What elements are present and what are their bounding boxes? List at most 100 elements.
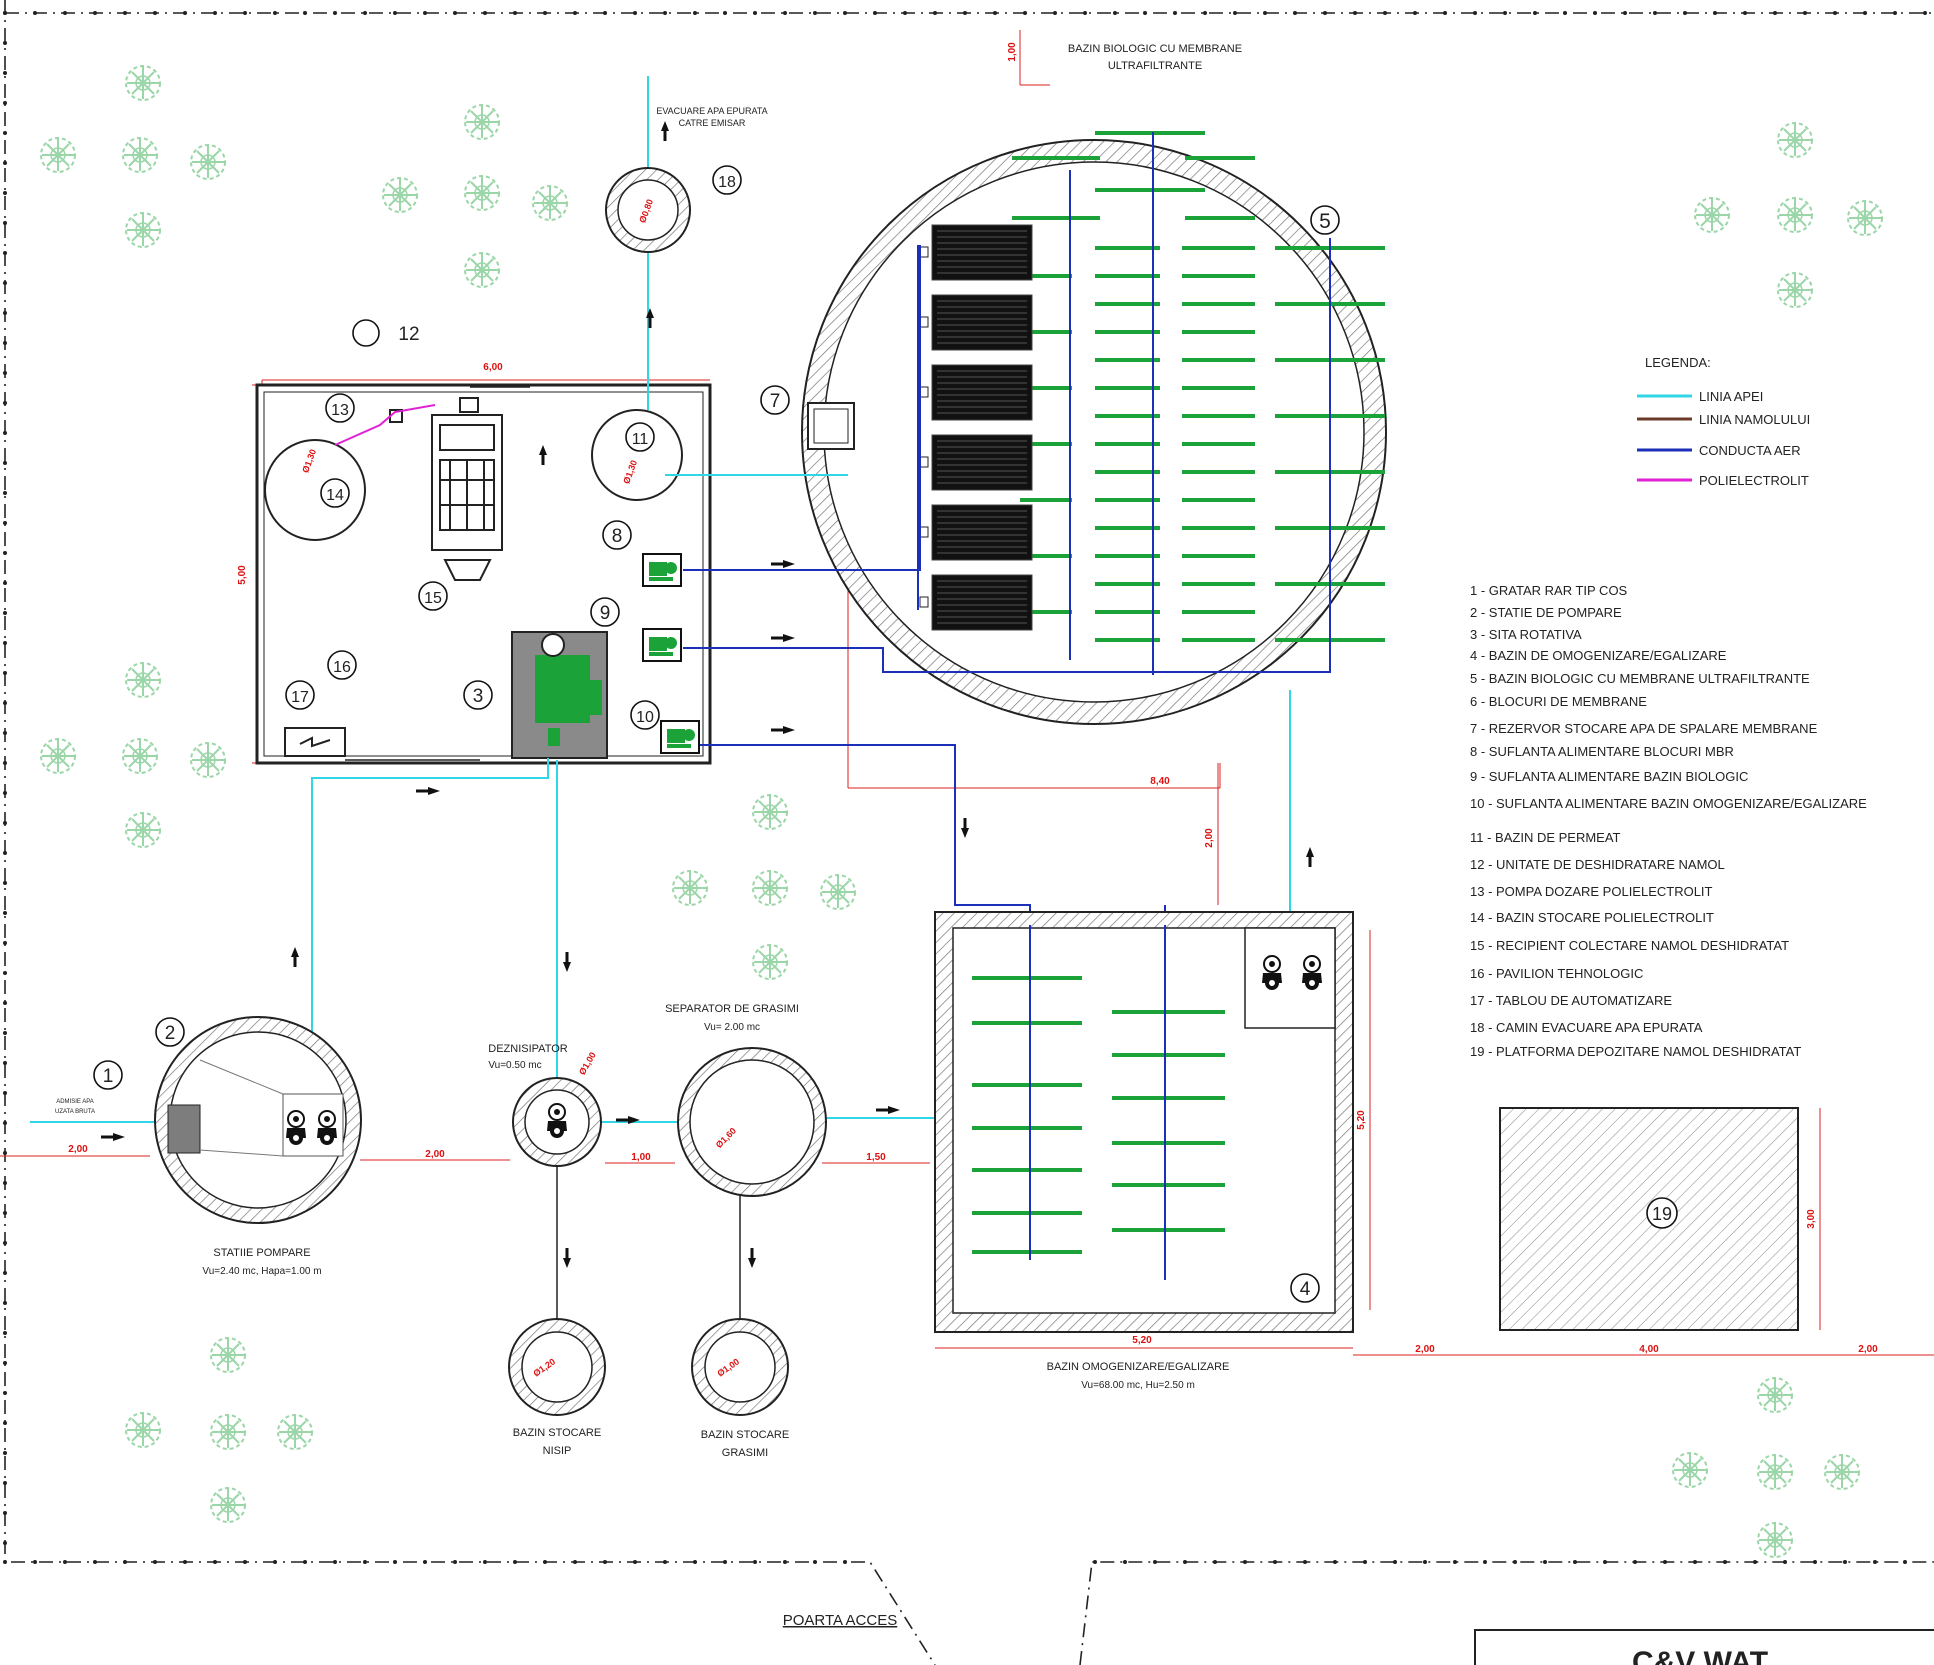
dim-building-height: 5,00 [237, 565, 248, 585]
grease-separator [677, 1047, 827, 1197]
callout-8: 8 [602, 520, 632, 550]
svg-text:10: 10 [636, 709, 654, 726]
component-item: 9 - SUFLANTA ALIMENTARE BAZIN BIOLOGIC [1470, 769, 1748, 784]
dim-platform-gap-left: 2,00 [1415, 1344, 1435, 1355]
dim-permeate-diameter: Ø1,30 [621, 459, 639, 485]
callout-12: 12 [352, 319, 420, 347]
sand-storage-label-2: NISIP [543, 1445, 572, 1457]
component-item: 3 - SITA ROTATIVA [1470, 627, 1582, 642]
flow-arrow-icon [961, 818, 969, 838]
flow-arrow-icon [539, 445, 547, 465]
rotating-sieve [511, 631, 608, 759]
desander-label: DEZNISIPATOR [488, 1043, 568, 1055]
dim-sand-diameter: Ø1,20 [531, 1356, 557, 1378]
legend-swatches [1637, 394, 1692, 482]
dim-desander-diameter: Ø1,00 [577, 1050, 598, 1076]
flow-arrow-icon [748, 1248, 756, 1268]
svg-text:13: 13 [331, 402, 349, 419]
component-item: 8 - SUFLANTA ALIMENTARE BLOCURI MBR [1470, 744, 1734, 759]
sand-storage-label: BAZIN STOCARE [513, 1427, 601, 1439]
evacuation-label: EVACUARE APA EPURATA [656, 106, 767, 116]
access-gate-label: POARTA ACCES [783, 1612, 898, 1629]
dim-grease-diameter: Ø1,00 [715, 1356, 741, 1378]
component-item: 4 - BAZIN DE OMOGENIZARE/EGALIZARE [1470, 648, 1727, 663]
dim-eq-height: 5,20 [1356, 1110, 1367, 1130]
legend-item-air: CONDUCTA AER [1699, 443, 1801, 458]
sludge-lines [345, 386, 741, 1328]
component-item: 15 - RECIPIENT COLECTARE NAMOL DESHIDRAT… [1470, 938, 1789, 953]
equalization-basin: 4 [934, 911, 1354, 1333]
dim-sep-diameter: Ø1,60 [714, 1126, 738, 1150]
svg-text:8: 8 [612, 526, 623, 547]
flow-arrow-icon [661, 121, 669, 141]
title-block-text: C&V WAT [1632, 1646, 1768, 1665]
flow-arrow-icon [563, 952, 571, 972]
boundary-dots [3, 11, 1927, 1564]
callout-7: 7 [760, 385, 790, 415]
component-item: 7 - REZERVOR STOCARE APA DE SPALARE MEMB… [1470, 721, 1818, 736]
flow-arrows [101, 121, 1314, 1268]
legend-item-water: LINIA APEI [1699, 389, 1763, 404]
site-boundary [4, 0, 1934, 1665]
dim-top-offset: 1,00 [1007, 42, 1018, 62]
component-item: 10 - SUFLANTA ALIMENTARE BAZIN OMOGENIZA… [1470, 796, 1867, 811]
svg-text:16: 16 [333, 659, 351, 676]
flow-arrow-icon [563, 1248, 571, 1268]
svg-text:4: 4 [1300, 1279, 1311, 1300]
evacuation-label-2: CATRE EMISAR [679, 118, 746, 128]
dim-pump-desander: 2,00 [425, 1149, 445, 1160]
svg-text:2: 2 [165, 1023, 176, 1044]
callout-16: 16 [327, 650, 357, 680]
pump-station-label: STATIIE POMPARE [213, 1247, 310, 1259]
grease-storage-basin [691, 1318, 789, 1416]
dim-platform-height: 3,00 [1806, 1209, 1817, 1229]
svg-text:9: 9 [600, 603, 611, 624]
component-item: 11 - BAZIN DE PERMEAT [1470, 830, 1621, 845]
svg-text:11: 11 [632, 431, 649, 448]
svg-text:12: 12 [398, 324, 419, 345]
grease-sep-spec: Vu= 2.00 mc [704, 1022, 760, 1033]
equalization-spec: Vu=68.00 mc, Hu=2.50 m [1081, 1380, 1195, 1391]
sludge-storage-platform: 19 [1499, 1107, 1799, 1331]
flow-arrow-icon [416, 787, 440, 795]
callout-2: 2 [155, 1017, 185, 1047]
svg-text:5: 5 [1319, 210, 1331, 233]
intake-label-2: UZATA BRUTA [55, 1109, 95, 1115]
callout-10: 10 [630, 700, 660, 730]
component-item: 18 - CAMIN EVACUARE APA EPURATA [1470, 1020, 1703, 1035]
dim-building-width: 6,00 [483, 362, 503, 373]
callout-3: 3 [463, 680, 493, 710]
callout-9: 9 [590, 597, 620, 627]
component-item: 13 - POMPA DOZARE POLIELECTROLIT [1470, 884, 1713, 899]
dim-platform-gap-right: 2,00 [1858, 1344, 1878, 1355]
component-item: 2 - STATIE DE POMPARE [1470, 605, 1622, 620]
bio-basin-subtitle: ULTRAFILTRANTE [1108, 60, 1202, 72]
membrane-block [919, 364, 1033, 421]
equalization-label: BAZIN OMOGENIZARE/EGALIZARE [1047, 1361, 1230, 1373]
title-block [1474, 1629, 1934, 1665]
polyelectrolyte-pipe [334, 404, 436, 446]
membrane-block [919, 574, 1033, 631]
dim-bio-eq-h: 8,40 [1150, 776, 1170, 787]
callout-11: 11 [625, 422, 655, 452]
legend-item-sludge: LINIA NAMOLULUI [1699, 412, 1810, 427]
membrane-block [919, 224, 1033, 281]
svg-text:7: 7 [770, 391, 781, 412]
callout-15: 15 [418, 581, 448, 611]
membrane-block [919, 504, 1033, 561]
component-item: 14 - BAZIN STOCARE POLIELECTROLIT [1470, 910, 1714, 925]
svg-text:18: 18 [718, 174, 736, 191]
svg-text:17: 17 [291, 689, 309, 706]
desander-spec: Vu=0.50 mc [488, 1060, 541, 1071]
callout-18: 18 [712, 165, 742, 195]
grease-storage-label-2: GRASIMI [722, 1447, 768, 1459]
flow-arrow-icon [646, 308, 654, 328]
dim-sep-eq: 1,50 [866, 1152, 886, 1163]
dim-bio-eq-v: 2,00 [1204, 828, 1215, 848]
svg-text:3: 3 [473, 686, 484, 707]
svg-text:19: 19 [1652, 1204, 1672, 1224]
pump-station-spec: Vu=2.40 mc, Hapa=1.00 m [202, 1266, 321, 1277]
biological-membrane-basin: 5 [801, 131, 1387, 725]
